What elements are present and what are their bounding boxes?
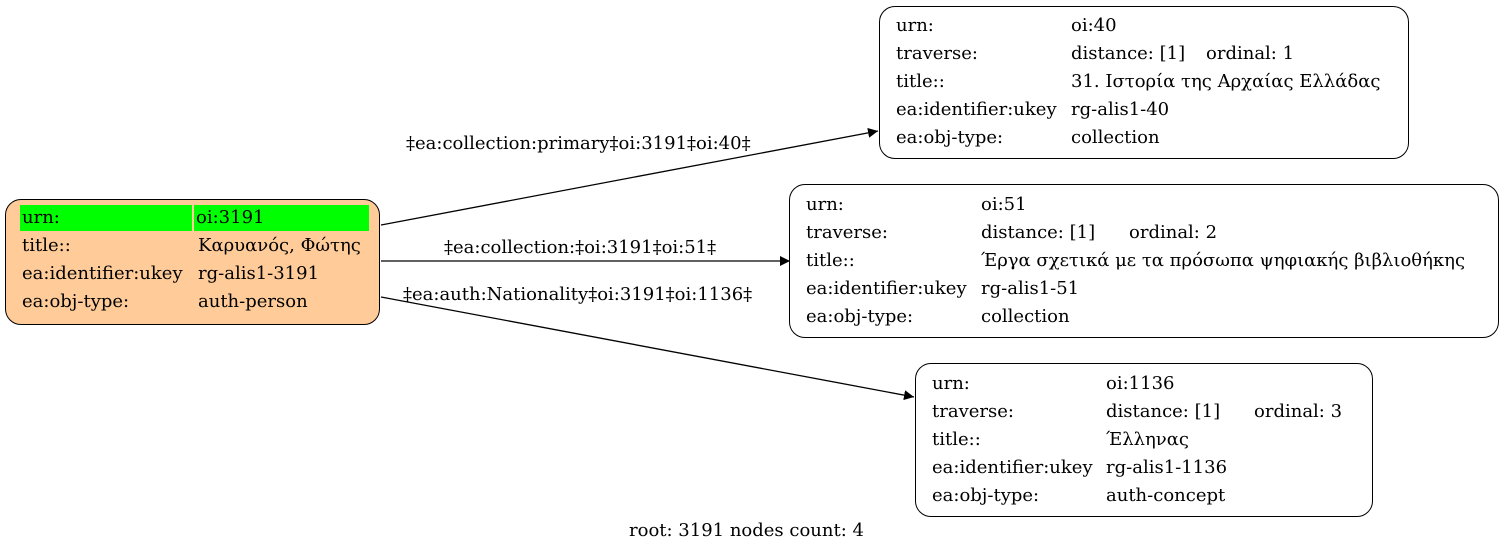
- graph-footer: root: 3191 nodes count: 4: [629, 520, 864, 541]
- root-ukey-key: ea:identifier:ukey: [22, 263, 183, 284]
- traverse-distance: distance: [1]: [981, 222, 1096, 243]
- urn-key: urn:: [806, 194, 844, 215]
- root-urn-value: oi:3191: [194, 205, 369, 231]
- node-row-urn: urn: oi:40: [880, 13, 1408, 39]
- ukey-key: ea:identifier:ukey: [806, 278, 967, 299]
- root-row-urn: urn: oi:3191: [6, 205, 379, 231]
- ukey-value: rg-alis1-40: [1071, 99, 1170, 120]
- traverse-distance: distance: [1]: [1071, 43, 1186, 64]
- traverse-ordinal: ordinal: 1: [1206, 43, 1295, 64]
- node-row-title: title:: 31. Ιστορία της Αρχαίας Ελλάδας: [880, 69, 1408, 95]
- node-row-title: title:: Έργα σχετικά με τα πρόσωπα ψηφια…: [790, 248, 1498, 274]
- root-ukey-value: rg-alis1-3191: [198, 263, 320, 284]
- root-node[interactable]: urn: oi:3191 title:: Καρυανός, Φώτης ea:…: [5, 199, 380, 325]
- traverse-key: traverse:: [896, 43, 978, 64]
- urn-value: oi:40: [1071, 15, 1117, 36]
- urn-key: urn:: [896, 15, 934, 36]
- root-row-title: title:: Καρυανός, Φώτης: [6, 233, 379, 259]
- title-key: title::: [896, 71, 945, 92]
- obj-type-value: collection: [1071, 127, 1160, 148]
- node-oi-51[interactable]: urn: oi:51 traverse: distance: [1] ordin…: [789, 184, 1499, 338]
- node-row-traverse: traverse: distance: [1] ordinal: 3: [916, 399, 1372, 425]
- node-row-traverse: traverse: distance: [1] ordinal: 1: [880, 41, 1408, 67]
- ukey-value: rg-alis1-1136: [1106, 457, 1228, 478]
- obj-type-key: ea:obj-type:: [896, 127, 1004, 148]
- edge-line-oi-40: [380, 127, 879, 226]
- title-value: Έργα σχετικά με τα πρόσωπα ψηφιακής βιβλ…: [981, 250, 1466, 271]
- title-value: 31. Ιστορία της Αρχαίας Ελλάδας: [1071, 71, 1381, 92]
- root-obj-type-key: ea:obj-type:: [22, 291, 130, 312]
- node-row-obj-type: ea:obj-type: auth-concept: [916, 483, 1372, 509]
- root-row-ukey: ea:identifier:ukey rg-alis1-3191: [6, 261, 379, 287]
- title-key: title::: [932, 429, 981, 450]
- traverse-distance: distance: [1]: [1106, 401, 1221, 422]
- obj-type-value: collection: [981, 306, 1070, 327]
- node-row-title: title:: Έλληνας: [916, 427, 1372, 453]
- root-title-value: Καρυανός, Φώτης: [198, 235, 361, 256]
- edge-label-oi-1136: ‡ea:auth:Nationality‡oi:3191‡oi:1136‡: [403, 284, 753, 305]
- traverse-ordinal: ordinal: 3: [1254, 401, 1343, 422]
- obj-type-key: ea:obj-type:: [806, 306, 914, 327]
- node-row-traverse: traverse: distance: [1] ordinal: 2: [790, 220, 1498, 246]
- edge-line-oi-1136: [380, 296, 915, 401]
- root-row-obj-type: ea:obj-type: auth-person: [6, 289, 379, 315]
- node-row-urn: urn: oi:51: [790, 192, 1498, 218]
- title-value: Έλληνας: [1106, 429, 1189, 450]
- urn-value: oi:1136: [1106, 373, 1175, 394]
- traverse-ordinal: ordinal: 2: [1129, 222, 1218, 243]
- edge-label-oi-40: ‡ea:collection:primary‡oi:3191‡oi:40‡: [406, 133, 751, 154]
- root-urn-key: urn:: [20, 205, 192, 231]
- ukey-key: ea:identifier:ukey: [932, 457, 1093, 478]
- urn-key: urn:: [932, 373, 970, 394]
- node-row-ukey: ea:identifier:ukey rg-alis1-1136: [916, 455, 1372, 481]
- node-row-urn: urn: oi:1136: [916, 371, 1372, 397]
- node-row-ukey: ea:identifier:ukey rg-alis1-51: [790, 276, 1498, 302]
- edge-label-oi-51: ‡ea:collection:‡oi:3191‡oi:51‡: [444, 237, 717, 258]
- traverse-key: traverse:: [806, 222, 888, 243]
- root-obj-type-value: auth-person: [198, 291, 308, 312]
- root-title-key: title::: [22, 235, 71, 256]
- obj-type-value: auth-concept: [1106, 485, 1226, 506]
- node-row-obj-type: ea:obj-type: collection: [790, 304, 1498, 330]
- title-key: title::: [806, 250, 855, 271]
- node-oi-1136[interactable]: urn: oi:1136 traverse: distance: [1] ord…: [915, 363, 1373, 517]
- ukey-key: ea:identifier:ukey: [896, 99, 1057, 120]
- node-row-obj-type: ea:obj-type: collection: [880, 125, 1408, 151]
- urn-value: oi:51: [981, 194, 1027, 215]
- obj-type-key: ea:obj-type:: [932, 485, 1040, 506]
- traverse-key: traverse:: [932, 401, 1014, 422]
- ukey-value: rg-alis1-51: [981, 278, 1080, 299]
- node-oi-40[interactable]: urn: oi:40 traverse: distance: [1] ordin…: [879, 6, 1409, 159]
- node-row-ukey: ea:identifier:ukey rg-alis1-40: [880, 97, 1408, 123]
